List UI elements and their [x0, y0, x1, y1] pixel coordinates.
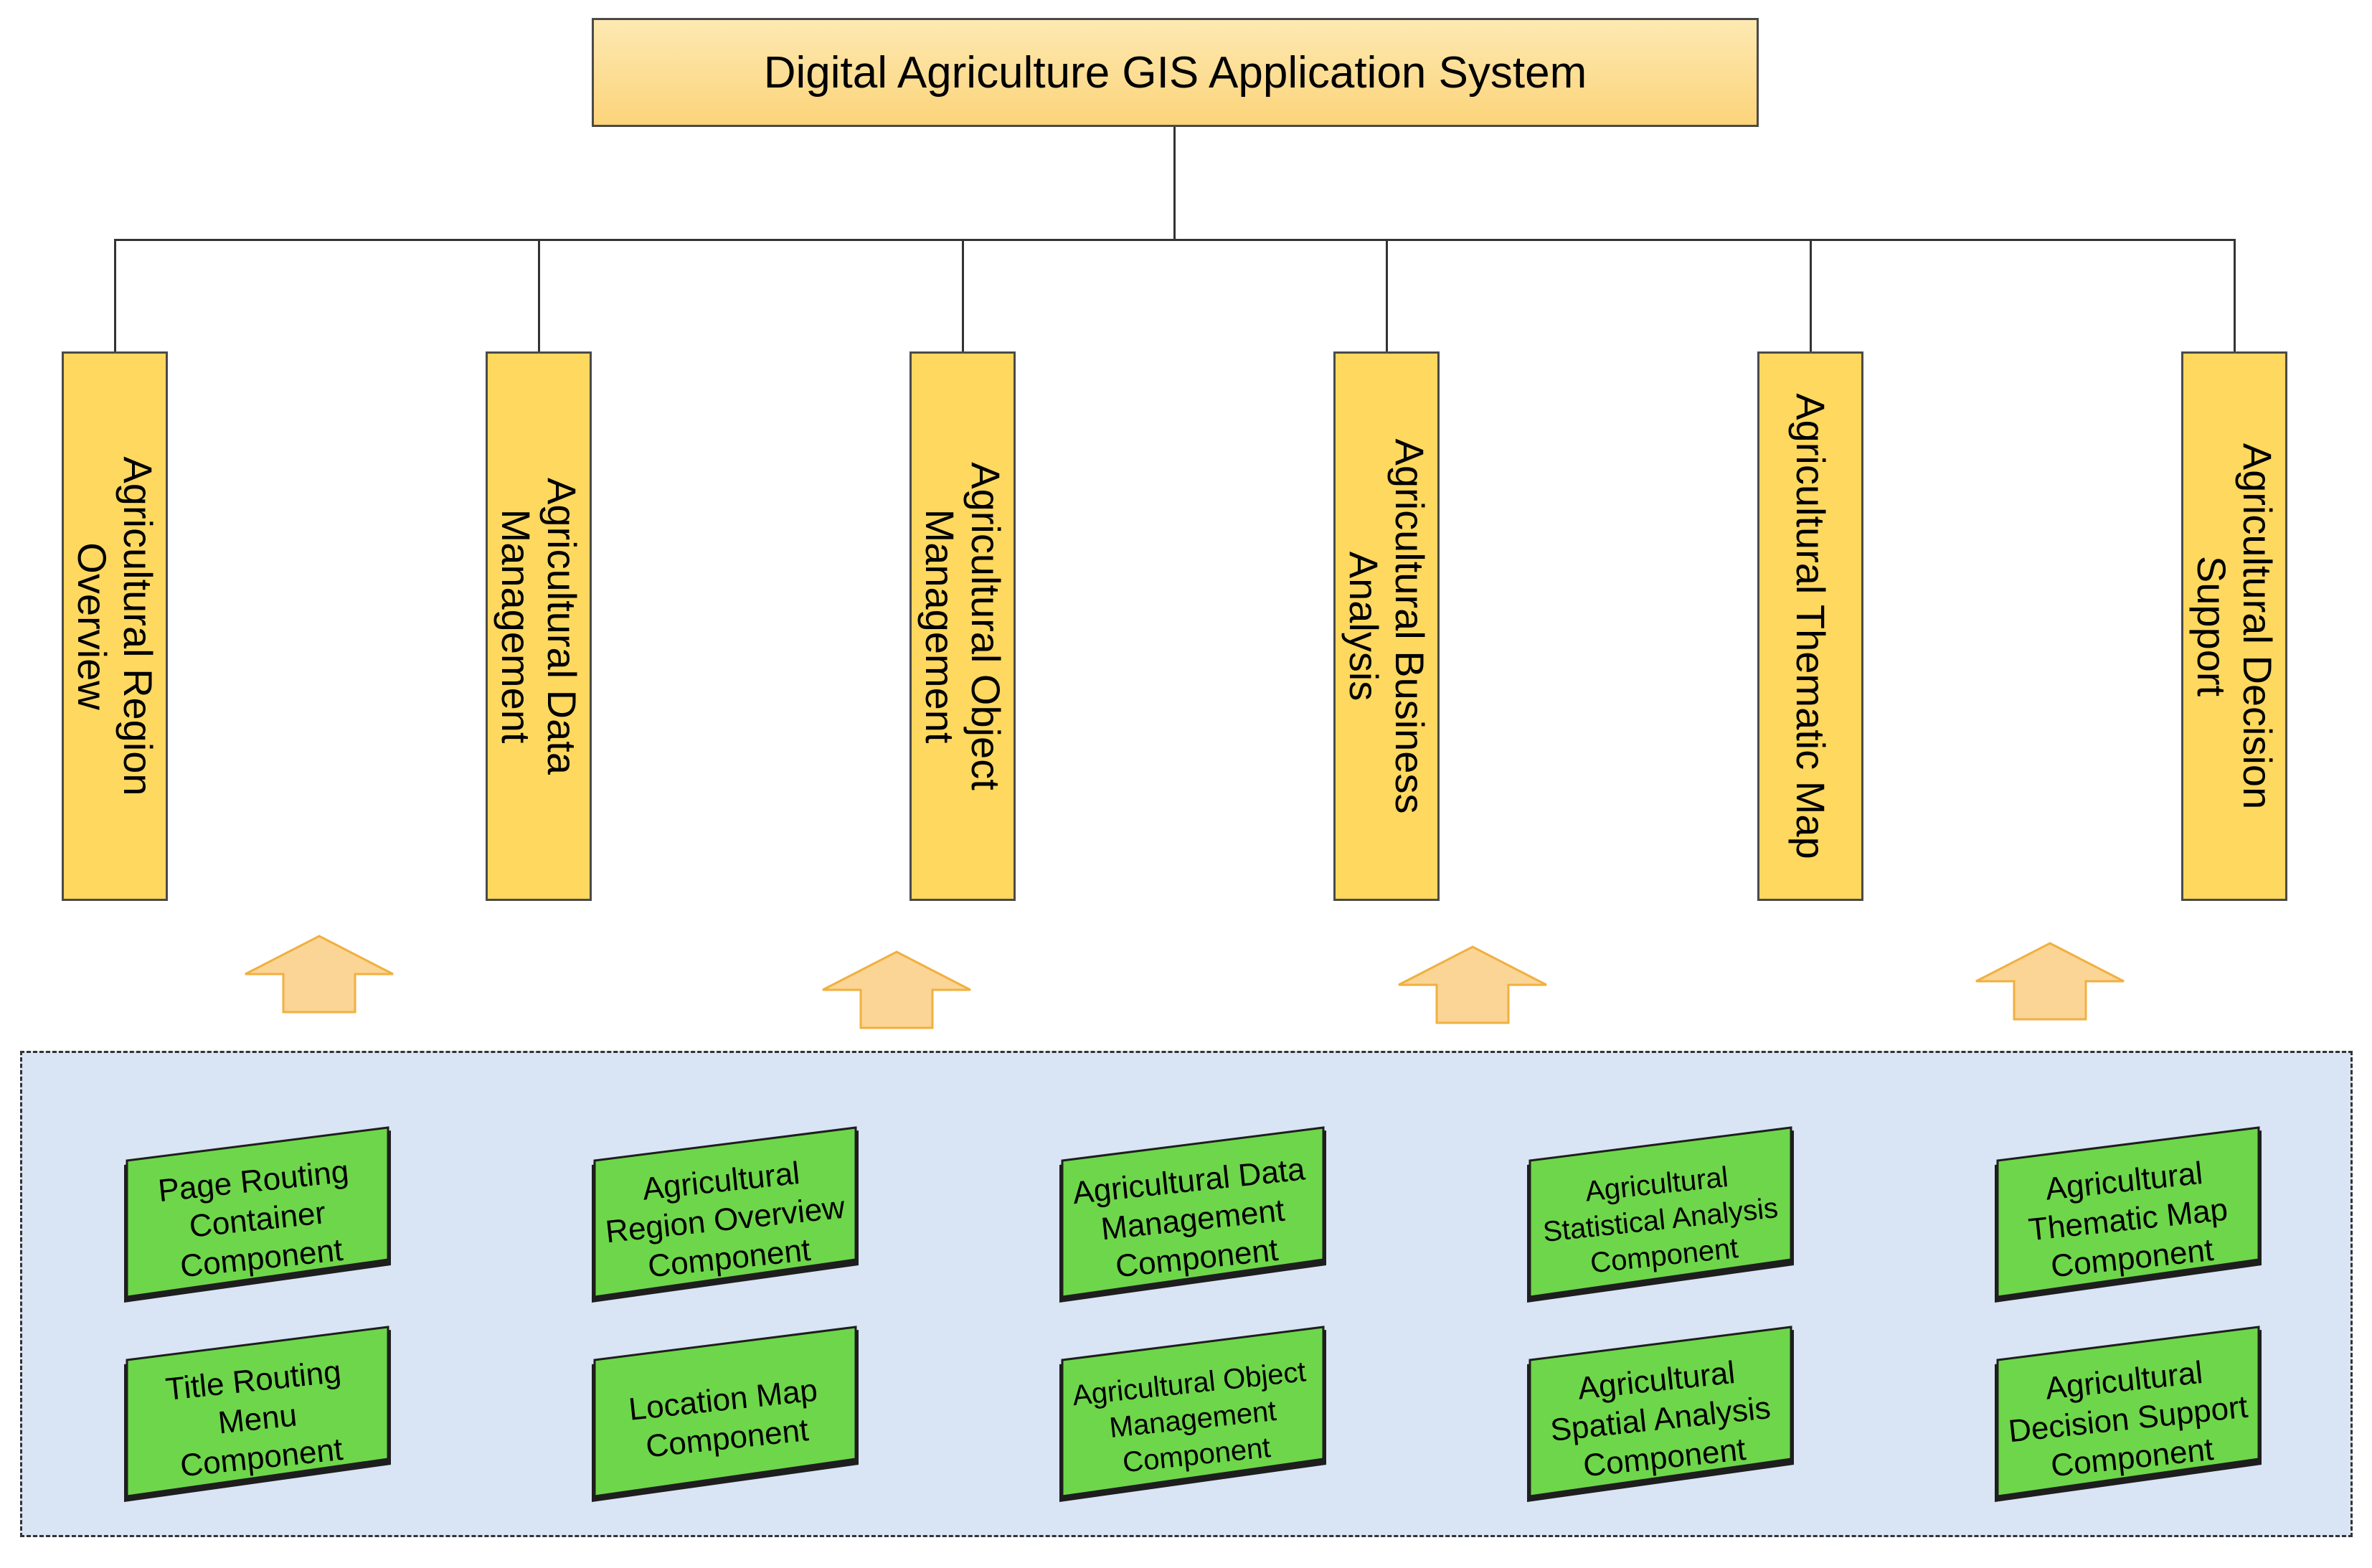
component-label: Agricultural Thematic Map Component: [2026, 1155, 2230, 1285]
component-label: Agricultural Region Overview Component: [603, 1155, 847, 1285]
component-label: Agricultural Object Management Component: [1070, 1356, 1308, 1479]
component-label: Title Routing Menu Component: [164, 1354, 345, 1484]
module-connector: [538, 239, 540, 352]
module-connector: [1810, 239, 1812, 352]
component-card: Agricultural Thematic Map Component: [1992, 1125, 2264, 1308]
module-thematic-map: Agricultural Thematic Map: [1757, 351, 1863, 901]
module-business-analysis: Agricultural Business Analysis: [1333, 351, 1440, 901]
module-connector: [962, 239, 964, 352]
module-label: Agricultural Data Management: [493, 478, 585, 775]
module-connector: [1386, 239, 1388, 352]
component-label: Agricultural Data Management Component: [1070, 1151, 1307, 1285]
up-arrow-icon: [1975, 942, 2125, 1021]
component-panel: Page Routing Container Component Agricul…: [20, 1051, 2353, 1537]
module-data-management: Agricultural Data Management: [486, 351, 592, 901]
component-card: Page Routing Container Component: [121, 1125, 394, 1308]
component-label: Agricultural Spatial Analysis Component: [1549, 1354, 1772, 1484]
up-arrow-icon: [1398, 945, 1547, 1024]
module-connector: [2234, 239, 2236, 352]
up-arrow-icon: [822, 950, 971, 1029]
component-card: Agricultural Statistical Analysis Compon…: [1524, 1125, 1797, 1308]
module-connector: [114, 239, 116, 352]
branch-connector: [114, 239, 2236, 241]
module-region-overview: Agricultural Region Overview: [62, 351, 168, 901]
module-label: Agricultural Thematic Map: [1788, 393, 1833, 859]
component-label: Agricultural Decision Support Component: [2006, 1354, 2250, 1484]
up-arrow-icon: [245, 935, 394, 1014]
component-card: Location Map Component: [589, 1324, 861, 1508]
component-label: Agricultural Statistical Analysis Compon…: [1541, 1161, 1780, 1280]
component-card: Agricultural Object Management Component: [1057, 1324, 1329, 1508]
component-card: Agricultural Spatial Analysis Component: [1524, 1324, 1797, 1508]
component-label: Location Map Component: [627, 1372, 820, 1465]
module-label: Agricultural Business Analysis: [1341, 438, 1432, 814]
module-decision-support: Agricultural Decision Support: [2181, 351, 2287, 901]
component-card: Agricultural Data Management Component: [1057, 1125, 1329, 1308]
component-card: Agricultural Region Overview Component: [589, 1125, 861, 1308]
module-label: Agricultural Region Overview: [70, 456, 161, 796]
component-card: Agricultural Decision Support Component: [1992, 1324, 2264, 1508]
component-label: Page Routing Container Component: [156, 1153, 351, 1285]
module-label: Agricultural Decision Support: [2189, 443, 2280, 810]
component-card: Title Routing Menu Component: [121, 1324, 394, 1508]
system-title-box: Digital Agriculture GIS Application Syst…: [592, 18, 1759, 127]
module-label: Agricultural Object Management: [917, 462, 1008, 790]
module-object-management: Agricultural Object Management: [909, 351, 1016, 901]
trunk-connector: [1173, 127, 1176, 240]
system-title: Digital Agriculture GIS Application Syst…: [763, 47, 1587, 98]
